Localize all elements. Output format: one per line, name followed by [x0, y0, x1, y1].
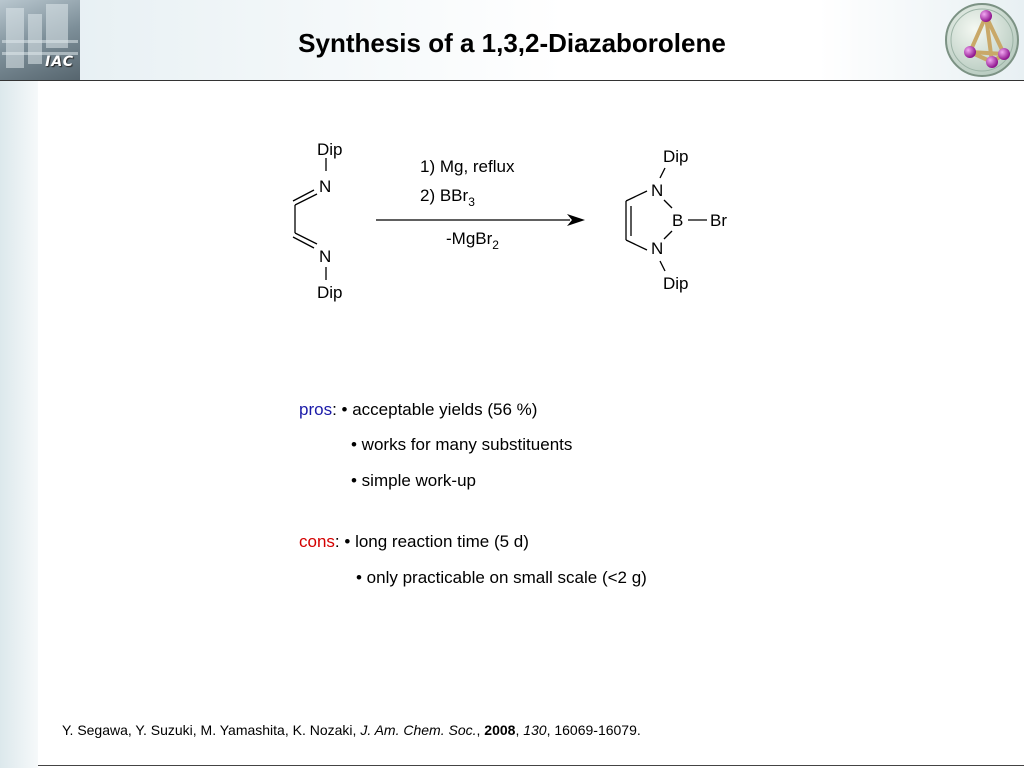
product-n-top: N [651, 181, 663, 200]
reference-year: 2008 [484, 722, 516, 738]
pros-label: pros [299, 400, 333, 419]
product-dip-bottom: Dip [663, 274, 689, 293]
reaction-conditions: 1) Mg, reflux 2) BBr3 -MgBr2 [376, 157, 585, 252]
reference-separator: , [515, 722, 524, 738]
reactant-dip-top: Dip [317, 140, 343, 159]
reaction-scheme: Dip N N Dip 1) Mg, reflux 2) BBr3 -MgBr2… [292, 140, 727, 302]
diazaborolene-product: Dip N B Br N Dip [625, 147, 727, 293]
footer-divider [38, 765, 1024, 766]
slide-title: Synthesis of a 1,3,2-Diazaborolene [298, 28, 726, 58]
diimine-reactant: Dip N N Dip [292, 140, 343, 302]
product-boron: B [672, 211, 683, 230]
product-bromine: Br [710, 211, 727, 230]
reference-journal: J. Am. Chem. Soc. [360, 722, 477, 738]
cons-colon: : [334, 532, 340, 551]
slide-header [0, 0, 1024, 80]
pros-line-1: pros: • acceptable yields (56 %) [299, 400, 537, 420]
reactant-n-bottom: N [319, 247, 331, 266]
header-divider [0, 80, 1024, 81]
literature-reference: Y. Segawa, Y. Suzuki, M. Yamashita, K. N… [62, 722, 641, 738]
pros-item: • acceptable yields (56 %) [341, 400, 538, 419]
byproduct: -MgBr [446, 229, 493, 248]
reactant-n-top: N [319, 177, 331, 196]
pros-item: • works for many substituents [351, 435, 573, 454]
svg-text:-MgBr2: -MgBr2 [446, 229, 499, 252]
iac-logo-text: IAC [45, 54, 74, 70]
svg-text:2) BBr3: 2) BBr3 [420, 186, 475, 209]
product-dip-top: Dip [663, 147, 689, 166]
product-n-bottom: N [651, 239, 663, 258]
cons-line-1: cons: • long reaction time (5 d) [299, 532, 529, 552]
pros-colon: : [332, 400, 337, 419]
cons-label: cons [299, 532, 335, 551]
cons-item: • only practicable on small scale (<2 g) [356, 568, 647, 587]
iac-logo: IAC [0, 0, 80, 80]
reference-volume: 130 [523, 722, 547, 738]
side-decoration-bar [0, 81, 38, 768]
molecule-emblem-icon [945, 3, 1019, 77]
reference-pages: , 16069-16079. [546, 722, 641, 738]
pros-item: • simple work-up [351, 471, 476, 490]
byproduct-subscript: 2 [492, 238, 499, 252]
reaction-arrow-head [567, 214, 585, 226]
reference-separator: , [476, 722, 485, 738]
cons-item: • long reaction time (5 d) [344, 532, 529, 551]
condition-step2-subscript: 3 [468, 195, 475, 209]
condition-step1: 1) Mg, reflux [420, 157, 515, 176]
reactant-dip-bottom: Dip [317, 283, 343, 302]
reference-authors: Y. Segawa, Y. Suzuki, M. Yamashita, K. N… [62, 722, 361, 738]
condition-step2: 2) BBr [420, 186, 469, 205]
